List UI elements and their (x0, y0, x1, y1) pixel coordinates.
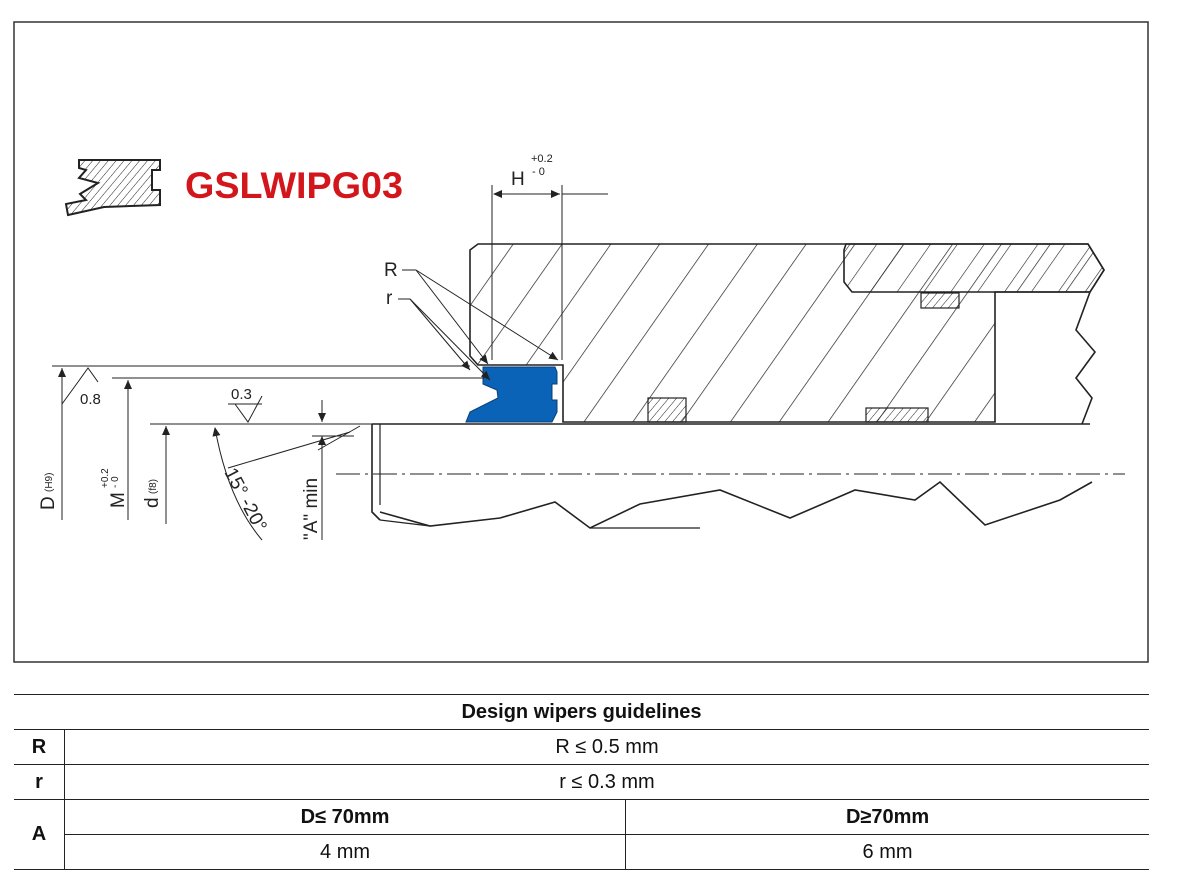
housing (469, 243, 1105, 425)
table-row: R R ≤ 0.5 mm (14, 729, 1149, 765)
roughness-bore: 0.8 (80, 391, 101, 408)
row-value: R ≤ 0.5 mm (64, 729, 1149, 765)
rod (336, 423, 1125, 529)
d-fit: (f8) (148, 479, 159, 494)
row-label: A (14, 799, 65, 870)
D-label: D (38, 496, 59, 510)
row-value: 4 mm (64, 834, 627, 870)
chamfer-dimensions: 15° -20° "A" min (212, 400, 361, 541)
wiper-groove-drawing: GSLWIPG03 H +0.2 - 0 R r (13, 21, 1149, 663)
guidelines-table: Design wipers guidelines R R ≤ 0.5 mm r … (14, 694, 1149, 870)
row-value: 6 mm (625, 834, 1149, 870)
D-fit: (H9) (44, 473, 55, 492)
M-tol-minus: - 0 (110, 476, 121, 488)
table-title: Design wipers guidelines (14, 694, 1149, 730)
M-tol-plus: +0.2 (100, 468, 111, 488)
radius-leaders: R r (384, 260, 559, 381)
o-ring-groove (920, 292, 960, 309)
o-ring-groove (865, 407, 929, 423)
column-header: D≥70mm (625, 799, 1149, 835)
table-row: r r ≤ 0.3 mm (14, 764, 1149, 800)
R-label: R (384, 260, 398, 281)
row-label: R (14, 729, 65, 765)
table-row: A D≤ 70mm D≥70mm (14, 799, 1149, 870)
d-label: d (142, 497, 163, 508)
roughness-rod: 0.3 (231, 386, 252, 403)
H-dimension: H +0.2 - 0 (491, 153, 608, 360)
drawing-frame (13, 21, 1149, 663)
H-tol-plus: +0.2 (531, 153, 553, 165)
diameter-dimensions: 0.8 0.3 D (H9) M +0.2 - 0 d (f8) (38, 365, 484, 524)
o-ring-groove (647, 397, 687, 423)
angle-label: 15° -20° (220, 464, 271, 535)
M-label: M (108, 492, 129, 508)
A-min-label: "A" min (301, 478, 322, 540)
row-value: r ≤ 0.3 mm (64, 764, 1149, 800)
column-header: D≤ 70mm (64, 799, 627, 835)
wiper-seal (465, 366, 558, 423)
r-label: r (386, 288, 393, 309)
H-label: H (511, 169, 525, 190)
seal-profile-icon (64, 159, 161, 217)
model-code: GSLWIPG03 (185, 165, 403, 206)
row-label: r (14, 764, 65, 800)
H-tol-minus: - 0 (532, 166, 545, 178)
table-row: 4 mm 6 mm (14, 834, 1149, 870)
